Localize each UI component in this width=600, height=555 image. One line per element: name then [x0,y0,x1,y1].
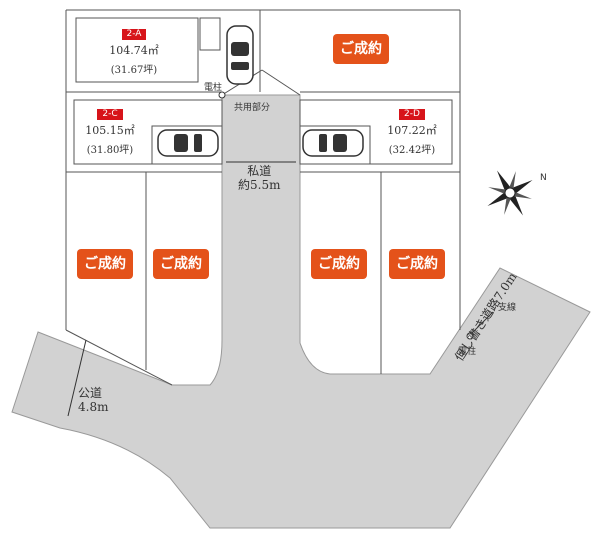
width-marker [67,339,87,417]
lot-area: 105.15㎡ [85,124,135,138]
lot-2a-label: 2-A 104.74㎡ (31.67坪) [104,22,164,77]
shared-area-label: 共用部分 [234,103,271,113]
utility-pole-icon [466,332,474,340]
lot-area: 107.22㎡ [387,124,437,138]
car-icon [157,129,219,157]
lot-2c-label: 2-C 105.15㎡ (31.80坪) [80,102,140,157]
public-road-name: 公道 [78,386,103,400]
lot-id-badge: 2-D [399,109,425,120]
private-road-width: 約5.5m [238,178,281,193]
lot-2d-label: 2-D 107.22㎡ (32.42坪) [382,102,442,157]
utility-pole-label: 電柱 [204,83,223,93]
lot-lines [65,9,461,386]
private-road-name: 私道 [247,164,272,178]
lot-area: 104.74㎡ [109,44,159,58]
compass-icon [487,170,533,216]
lot-id-badge: 2-A [121,29,147,40]
private-road-label: 私道 約5.5m [238,164,280,193]
car-icon [226,25,254,85]
branch-line [471,311,494,334]
sold-badge: ご成約 [153,249,209,279]
car-icon [302,129,364,157]
lot-area-tsubo: (31.80坪) [86,144,134,156]
sold-badge: ご成約 [77,249,133,279]
sold-badge: ご成約 [389,249,445,279]
road-area [11,94,591,529]
utility-pole-icon [218,91,226,99]
svg-text:N: N [540,173,547,183]
public-road-width: 4.8m [78,400,109,415]
lot-area-tsubo: (31.67坪) [110,64,158,76]
lot-area-tsubo: (32.42坪) [388,144,436,156]
lot-id-badge: 2-C [97,109,123,120]
branch-line-label: 支線 [498,303,517,313]
public-road-label: 公道 4.8m [78,386,108,415]
sold-badge: ご成約 [311,249,367,279]
sold-badge: ご成約 [333,34,389,64]
utility-pole-label: 電柱 [458,347,477,357]
